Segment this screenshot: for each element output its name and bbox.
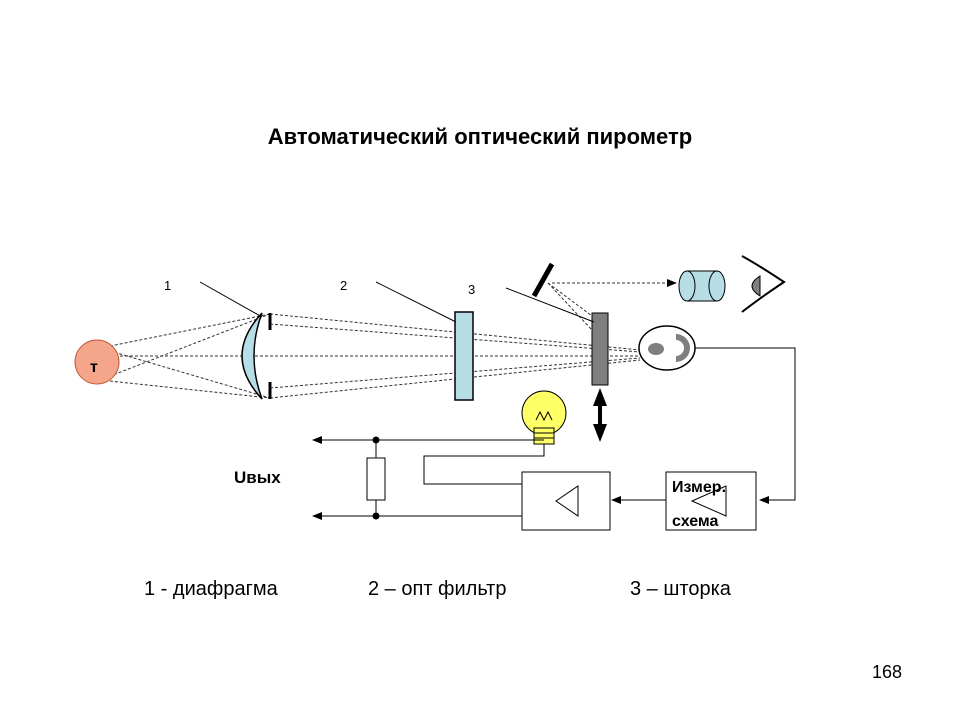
page-title: Автоматический оптический пирометр <box>267 124 693 149</box>
output-label: Uвых <box>234 468 281 487</box>
amplifier-block <box>521 471 611 531</box>
photodetector <box>638 325 696 371</box>
junction-bottom <box>372 512 380 520</box>
optical-filter <box>454 311 474 401</box>
eyepiece <box>678 270 726 302</box>
shutter-arrow-up <box>593 388 607 406</box>
marker-2: 2 <box>340 278 347 293</box>
object-label: т <box>90 359 98 376</box>
marker-1: 1 <box>164 278 171 293</box>
eye-icon <box>741 255 786 313</box>
legend-item-shutter: 3 – шторка <box>630 578 731 600</box>
measure-line1: Измер. <box>672 479 726 496</box>
amplifier-triangle <box>555 485 579 517</box>
mirror-rays <box>547 279 677 331</box>
measurement-block <box>665 471 757 531</box>
shutter-arrow-down <box>593 424 607 442</box>
mirror <box>531 262 555 298</box>
objective-lens <box>241 312 263 400</box>
measurement-triangle <box>690 485 727 517</box>
shutter <box>591 312 609 386</box>
marker-leaders <box>199 281 595 323</box>
legend-item-diaphragm: 1 - диафрагма <box>144 578 278 600</box>
measure-line2: схема <box>672 513 719 530</box>
target-object <box>74 339 120 385</box>
marker-3: 3 <box>468 282 475 297</box>
lamp-icon <box>521 390 567 445</box>
junction-top <box>372 436 380 444</box>
legend-item-filter: 2 – опт фильтр <box>368 578 507 600</box>
optical-rays <box>99 313 641 399</box>
page-number: 168 <box>871 662 902 682</box>
resistor <box>366 457 386 501</box>
